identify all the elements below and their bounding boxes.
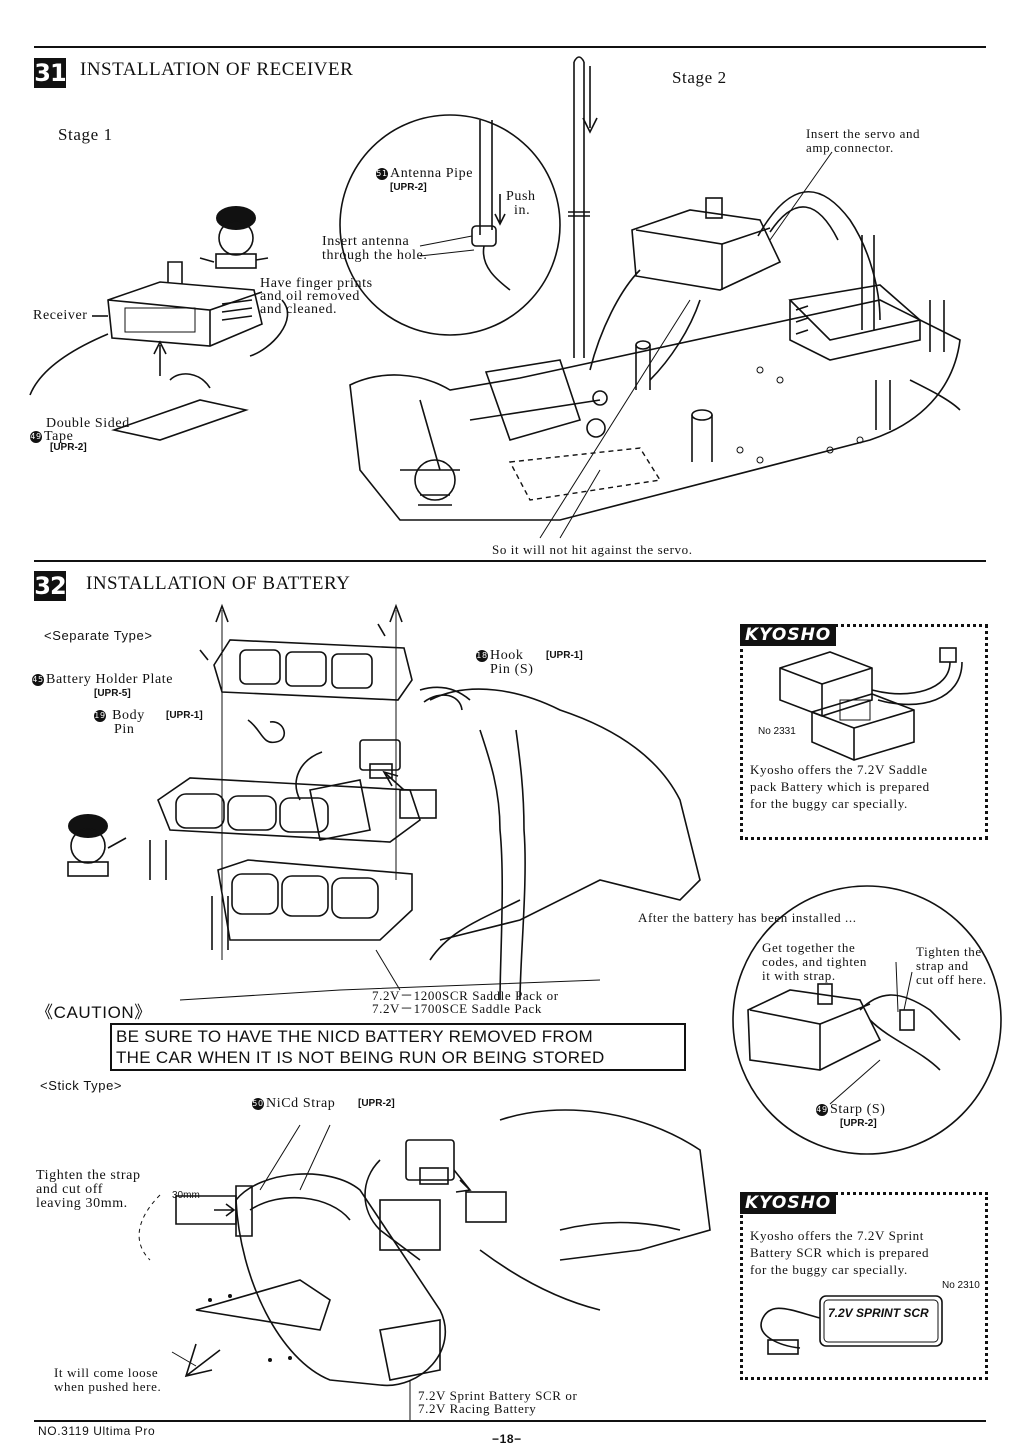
saddle-pack-1: 7.2V－1200SCR Saddle Pack or (372, 988, 559, 1003)
finger-note-2: and oil removed (260, 289, 360, 304)
tighten-strap-3: leaving 30mm. (36, 1196, 128, 1211)
caution-line-2: THE CAR WHEN IT IS NOT BEING RUN OR BEIN… (116, 1048, 605, 1067)
separate-type-label: <Separate Type> (44, 628, 153, 643)
stage2-label: Stage 2 (672, 68, 727, 87)
caution-box: BE SURE TO HAVE THE NICD BATTERY REMOVED… (110, 1023, 686, 1071)
kyosho-ad-saddle (740, 624, 988, 840)
tighten-strap-2: and cut off (36, 1182, 103, 1197)
saddle-pack-2: 7.2V－1700SCE Saddle Pack (372, 1001, 543, 1016)
body-pin-label-1: 19 Body (94, 708, 145, 723)
model-no-2331: No 2331 (758, 726, 796, 737)
tighten-cut-3: cut off here. (916, 972, 987, 987)
tighten-strap-1: Tighten the strap (36, 1168, 141, 1183)
caution-line-1: BE SURE TO HAVE THE NICD BATTERY REMOVED… (116, 1027, 593, 1046)
tighten-cut-1: Tighten the (916, 944, 982, 959)
stage1-label: Stage 1 (58, 125, 113, 144)
tape-part: [UPR-2] (50, 442, 87, 453)
mascot-icon-1 (199, 206, 269, 269)
part-number-icon: 19 (94, 710, 106, 722)
caution-title: 《CAUTION》 (36, 1003, 152, 1022)
section-divider (34, 560, 986, 562)
finger-note-3: and cleaned. (260, 302, 338, 317)
mascot-icon-2 (67, 814, 127, 877)
receiver-label: Receiver (33, 308, 88, 323)
bottom-rule (34, 1420, 986, 1422)
saddle-ad-text-3: for the buggy car specially. (750, 796, 908, 811)
get-together-2: codes, and tighten (762, 954, 868, 969)
part-number-icon: 51 (376, 168, 388, 180)
antenna-part: [UPR-2] (390, 182, 427, 193)
sprint-battery-2: 7.2V Racing Battery (418, 1401, 537, 1416)
saddle-ad-text-2: pack Battery which is prepared (750, 779, 930, 794)
sprint-ad-text-1: Kyosho offers the 7.2V Sprint (750, 1228, 924, 1243)
body-pin-label-2: Pin (114, 722, 135, 737)
insert-servo-1: Insert the servo and (806, 126, 921, 141)
sprint-ad-text-3: for the buggy car specially. (750, 1262, 908, 1277)
footer-page: −18− (492, 1432, 522, 1446)
model-no-2310: No 2310 (942, 1280, 980, 1291)
sprint-pack-label: 7.2V SPRINT SCR (828, 1306, 929, 1320)
come-loose-2: when pushed here. (54, 1379, 162, 1394)
tape-label-1: Double Sided (46, 416, 130, 431)
come-loose-1: It will come loose (54, 1365, 159, 1380)
saddle-ad-text-1: Kyosho offers the 7.2V Saddle (750, 762, 928, 777)
tighten-cut-2: strap and (916, 958, 969, 973)
body-pin-part: [UPR-1] (166, 710, 203, 721)
kyosho-ad-sprint (740, 1192, 988, 1380)
push-in-1: Push (506, 189, 536, 204)
top-rule (34, 46, 986, 48)
part-number-icon: 49 (816, 1104, 828, 1116)
sprint-ad-text-2: Battery SCR which is prepared (750, 1245, 930, 1260)
servo-note: So it will not hit against the servo. (492, 542, 693, 557)
footer-model: NO.3119 Ultima Pro (38, 1424, 156, 1438)
starp-part: [UPR-2] (840, 1118, 877, 1129)
nicd-strap-part: [UPR-2] (358, 1098, 395, 1109)
part-number-icon: 49 (30, 431, 42, 443)
push-in-2: in. (514, 203, 531, 218)
hook-pin-part: [UPR-1] (546, 650, 583, 661)
kyosho-logo-1: KYOSHO (740, 624, 837, 646)
after-installed-label: After the battery has been installed ... (638, 910, 857, 925)
holder-plate-part: [UPR-5] (94, 688, 131, 699)
kyosho-logo-2: KYOSHO (740, 1192, 837, 1214)
insert-antenna-1: Insert antenna (322, 234, 410, 249)
sprint-battery-1: 7.2V Sprint Battery SCR or (418, 1388, 578, 1403)
insert-antenna-2: through the hole. (322, 248, 428, 263)
get-together-3: it with strap. (762, 968, 836, 983)
30mm-label: 30mm (172, 1190, 200, 1201)
section-number-32: 32 (34, 571, 67, 601)
section-title-battery: INSTALLATION OF BATTERY (86, 573, 351, 594)
part-number-icon: 45 (32, 674, 44, 686)
hook-pin-label-2: Pin (S) (490, 662, 534, 677)
part-number-icon: 18 (476, 650, 488, 662)
finger-note-1: Have finger prints (260, 276, 373, 291)
section-title-receiver: INSTALLATION OF RECEIVER (80, 59, 354, 80)
insert-servo-2: amp connector. (806, 140, 894, 155)
section-number-31: 31 (34, 58, 67, 88)
stick-type-label: <Stick Type> (40, 1078, 123, 1093)
get-together-1: Get together the (762, 940, 856, 955)
part-number-icon: 50 (252, 1098, 264, 1110)
